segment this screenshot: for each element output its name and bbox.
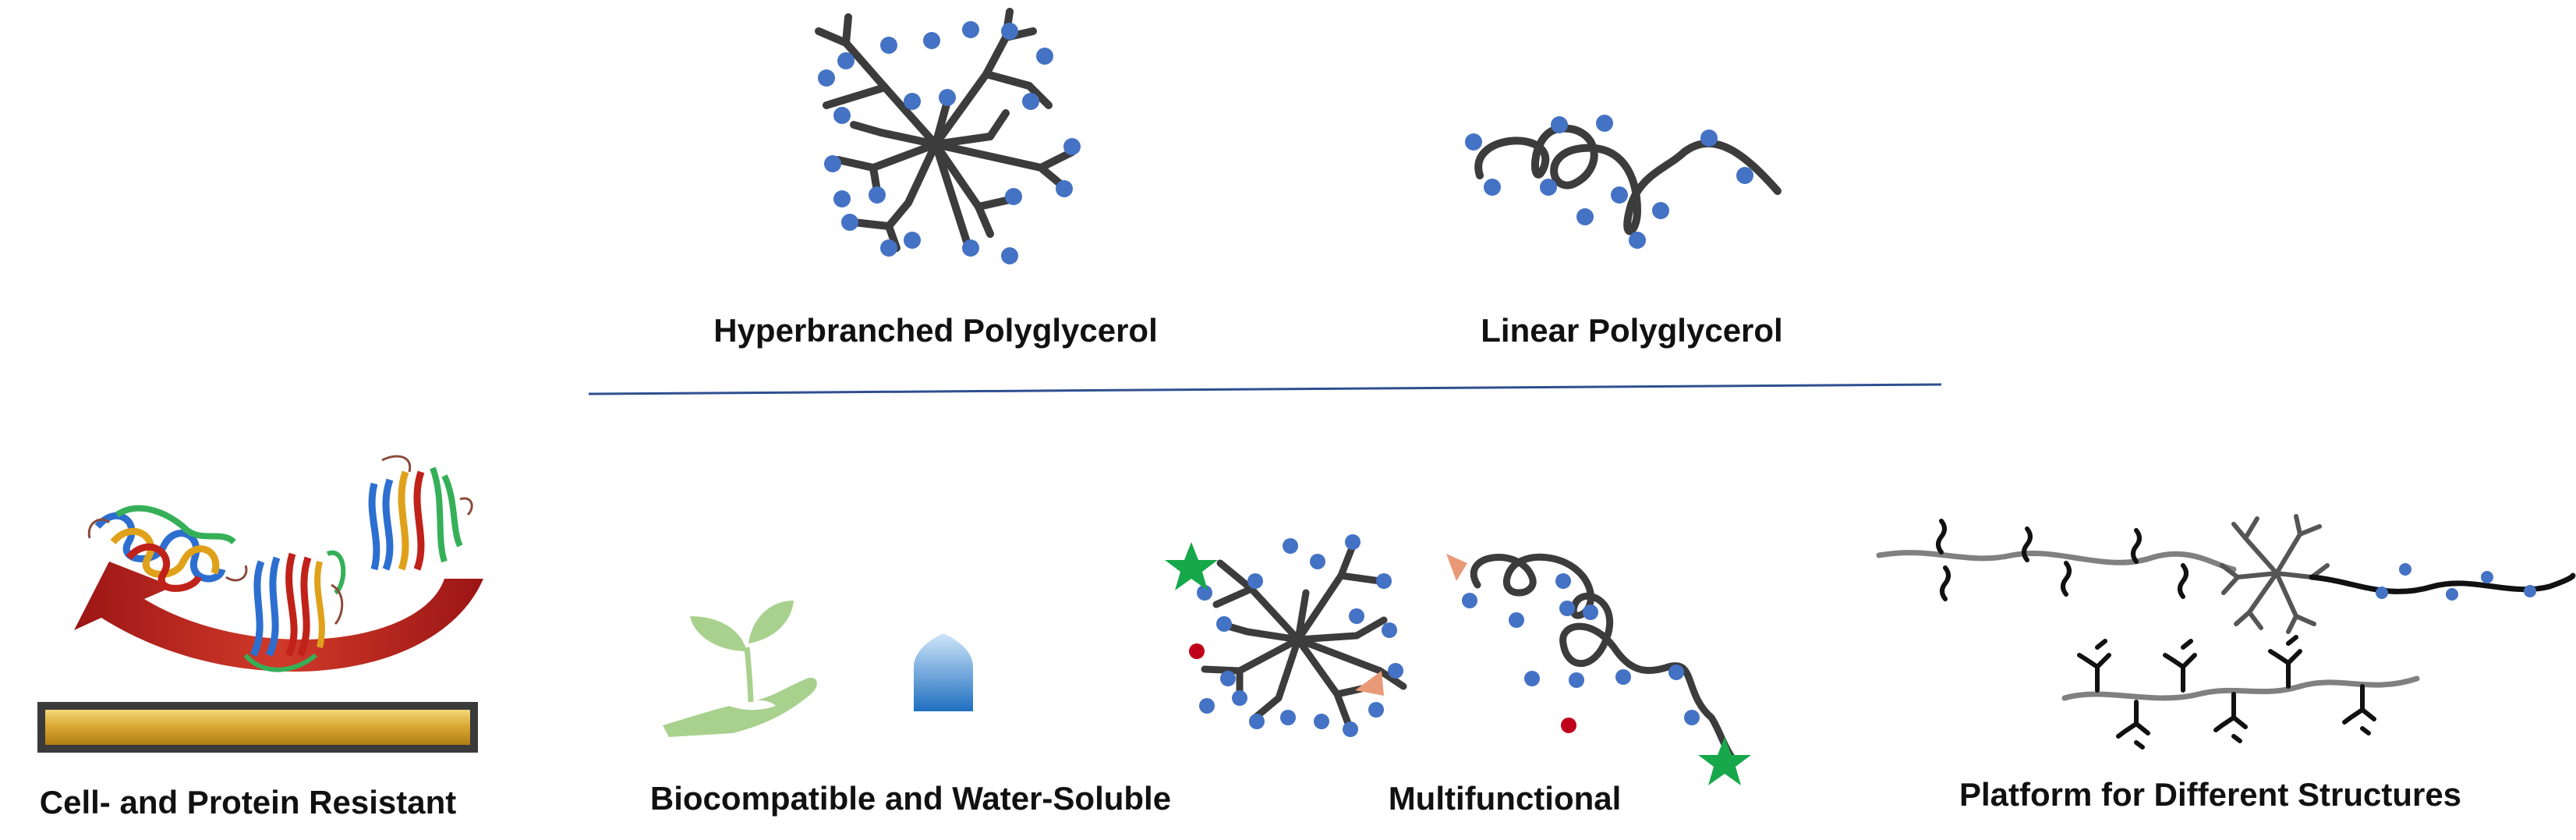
label-linear: Linear Polyglycerol [1481, 312, 1782, 349]
triangle-icon [1355, 671, 1384, 696]
gold-surface-icon [37, 702, 478, 753]
protein-icon [87, 505, 248, 592]
water-drop-icon [914, 633, 973, 711]
platform-linear-tail [2309, 563, 2576, 601]
platform-hyperbranched-core [2220, 514, 2330, 634]
multifunctional-linear [1446, 553, 1751, 785]
label-biocompatible: Biocompatible and Water-Soluble [650, 780, 1171, 817]
red-dot-icon [1561, 718, 1576, 733]
platform-dendritic-graft-chain [2061, 635, 2420, 750]
protein-icon [368, 455, 473, 571]
multifunctional-end-groups [1197, 534, 1403, 737]
arrow-icon [74, 562, 483, 672]
star-icon [1698, 737, 1751, 785]
hyperbranched-polyglycerol-diagram [815, 8, 1076, 252]
protein-icon [243, 550, 346, 672]
label-hyperbranched: Hyperbranched Polyglycerol [713, 312, 1158, 349]
divider-line [588, 383, 1942, 395]
linear-polyglycerol-diagram [1465, 115, 1782, 249]
star-icon [1165, 542, 1218, 590]
label-cell-protein: Cell- and Protein Resistant [40, 784, 456, 821]
label-multifunctional: Multifunctional [1389, 780, 1622, 817]
hyperbranched-end-groups [818, 21, 1081, 264]
hand-plant-icon [663, 601, 817, 737]
platform-linear-graft-chain [1876, 519, 2237, 601]
red-dot-icon [1189, 643, 1205, 659]
cell-protein-resistant-panel [37, 455, 483, 753]
label-platform: Platform for Different Structures [1959, 776, 2461, 813]
triangle-icon [1446, 554, 1467, 581]
